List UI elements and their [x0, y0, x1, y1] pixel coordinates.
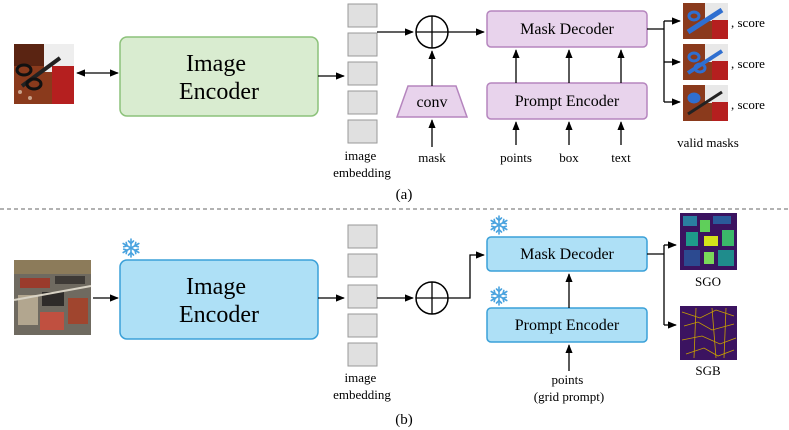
image-encoder-label: Image Encoder: [179, 51, 259, 105]
prompt-input-box: box: [559, 150, 579, 165]
valid-masks-label: valid masks: [677, 135, 739, 150]
sgo-output-map: [680, 213, 737, 270]
add-operator: [415, 281, 449, 315]
output-mask-1: [683, 3, 728, 39]
add-operator: [415, 15, 449, 49]
image-encoder-block-frozen: [119, 259, 319, 340]
image-embedding-label: image embedding: [333, 148, 391, 180]
snowflake-icon: [122, 238, 140, 258]
sgb-label: SGB: [695, 363, 721, 378]
mask-input-label: mask: [418, 150, 446, 165]
output-score-1: , score: [731, 15, 765, 30]
prompt-input-points: points: [500, 150, 532, 165]
output-score-2: , score: [731, 56, 765, 71]
mask-decoder-label: Mask Decoder: [520, 21, 614, 38]
sgb-output-map: [680, 306, 737, 360]
panel-a: Image Encoder image embedding conv mask: [14, 3, 765, 203]
sgo-label: SGO: [695, 274, 721, 289]
image-encoder-label: Image Encoder: [179, 274, 259, 328]
prompt-input-text: text: [611, 150, 631, 165]
output-score-3: , score: [731, 97, 765, 112]
image-embedding-stack: [347, 224, 378, 367]
caption-a: (a): [396, 187, 413, 203]
mask-decoder-label: Mask Decoder: [520, 246, 614, 263]
prompt-encoder-label: Prompt Encoder: [515, 317, 620, 334]
snowflake-icon: [490, 215, 508, 235]
image-embedding-label: image embedding: [333, 370, 391, 402]
prompt-encoder-block: [486, 82, 648, 120]
snowflake-icon: [490, 286, 508, 306]
conv-block: [395, 85, 469, 118]
output-mask-2: [683, 44, 728, 80]
prompt-encoder-block-frozen: [486, 307, 648, 343]
input-image-aerial: [13, 260, 92, 335]
panel-b: Image Encoder image embedding Mask Decod…: [13, 213, 737, 428]
output-mask-3: [683, 85, 728, 121]
caption-b: (b): [395, 412, 413, 428]
conv-label: conv: [416, 94, 447, 111]
input-image-scissors: [14, 44, 74, 104]
grid-prompt-label: points (grid prompt): [534, 372, 604, 404]
image-embedding-stack: [347, 3, 378, 144]
prompt-encoder-label: Prompt Encoder: [515, 93, 620, 110]
